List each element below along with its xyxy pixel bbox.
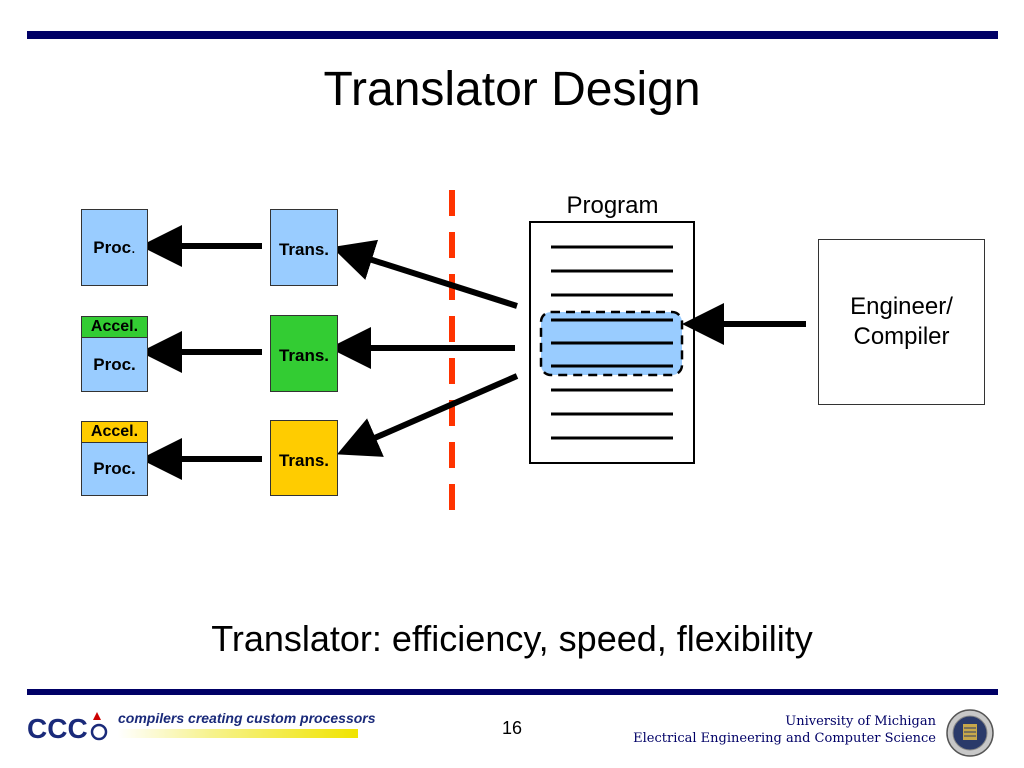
program-lines-lower bbox=[551, 388, 673, 440]
engineer-label: Engineer/ bbox=[850, 293, 953, 320]
program-lines bbox=[551, 245, 673, 297]
university-name: University of Michigan bbox=[785, 714, 936, 729]
tagline-highlight-bar bbox=[118, 729, 358, 738]
ccc-logo-icon: CCC bbox=[27, 712, 108, 744]
top-rule bbox=[27, 31, 998, 39]
footer-tagline: compilers creating custom processors bbox=[118, 710, 376, 726]
engineer-compiler-box: Engineer/ Compiler bbox=[818, 239, 985, 405]
accel-tag-3: Accel. bbox=[81, 421, 148, 443]
university-block: University of Michigan Electrical Engine… bbox=[633, 713, 936, 747]
ccc-logo-text: CCC bbox=[27, 713, 88, 744]
program-label: Program bbox=[566, 192, 659, 219]
arrow-program-to-trans-3 bbox=[336, 373, 519, 457]
proc-suffix-1: . bbox=[131, 237, 136, 257]
proc-box-1: Proc. bbox=[81, 209, 148, 286]
arrow-program-to-trans-1 bbox=[331, 239, 518, 309]
proc-label-3: Proc. bbox=[93, 459, 136, 478]
department-name: Electrical Engineering and Computer Scie… bbox=[633, 731, 936, 746]
accel-tag-2: Accel. bbox=[81, 316, 148, 338]
proc-label-2: Proc. bbox=[93, 354, 136, 374]
proc-label-1: Proc bbox=[93, 237, 132, 257]
slide-subtitle: Translator: efficiency, speed, flexibili… bbox=[211, 618, 813, 659]
bottom-rule bbox=[27, 689, 998, 695]
proc-box-2: Proc. bbox=[81, 337, 148, 392]
program-lines-highlighted bbox=[551, 318, 673, 368]
university-seal-icon bbox=[946, 709, 994, 757]
compiler-label: Compiler bbox=[853, 323, 950, 350]
trans-box-2: Trans. bbox=[270, 315, 338, 392]
slide-title: Translator Design bbox=[323, 63, 701, 116]
proc-box-3: Proc. bbox=[81, 442, 148, 496]
trans-box-1: Trans. bbox=[270, 209, 338, 286]
page-number: 16 bbox=[501, 718, 523, 738]
trans-box-3: Trans. bbox=[270, 420, 338, 496]
